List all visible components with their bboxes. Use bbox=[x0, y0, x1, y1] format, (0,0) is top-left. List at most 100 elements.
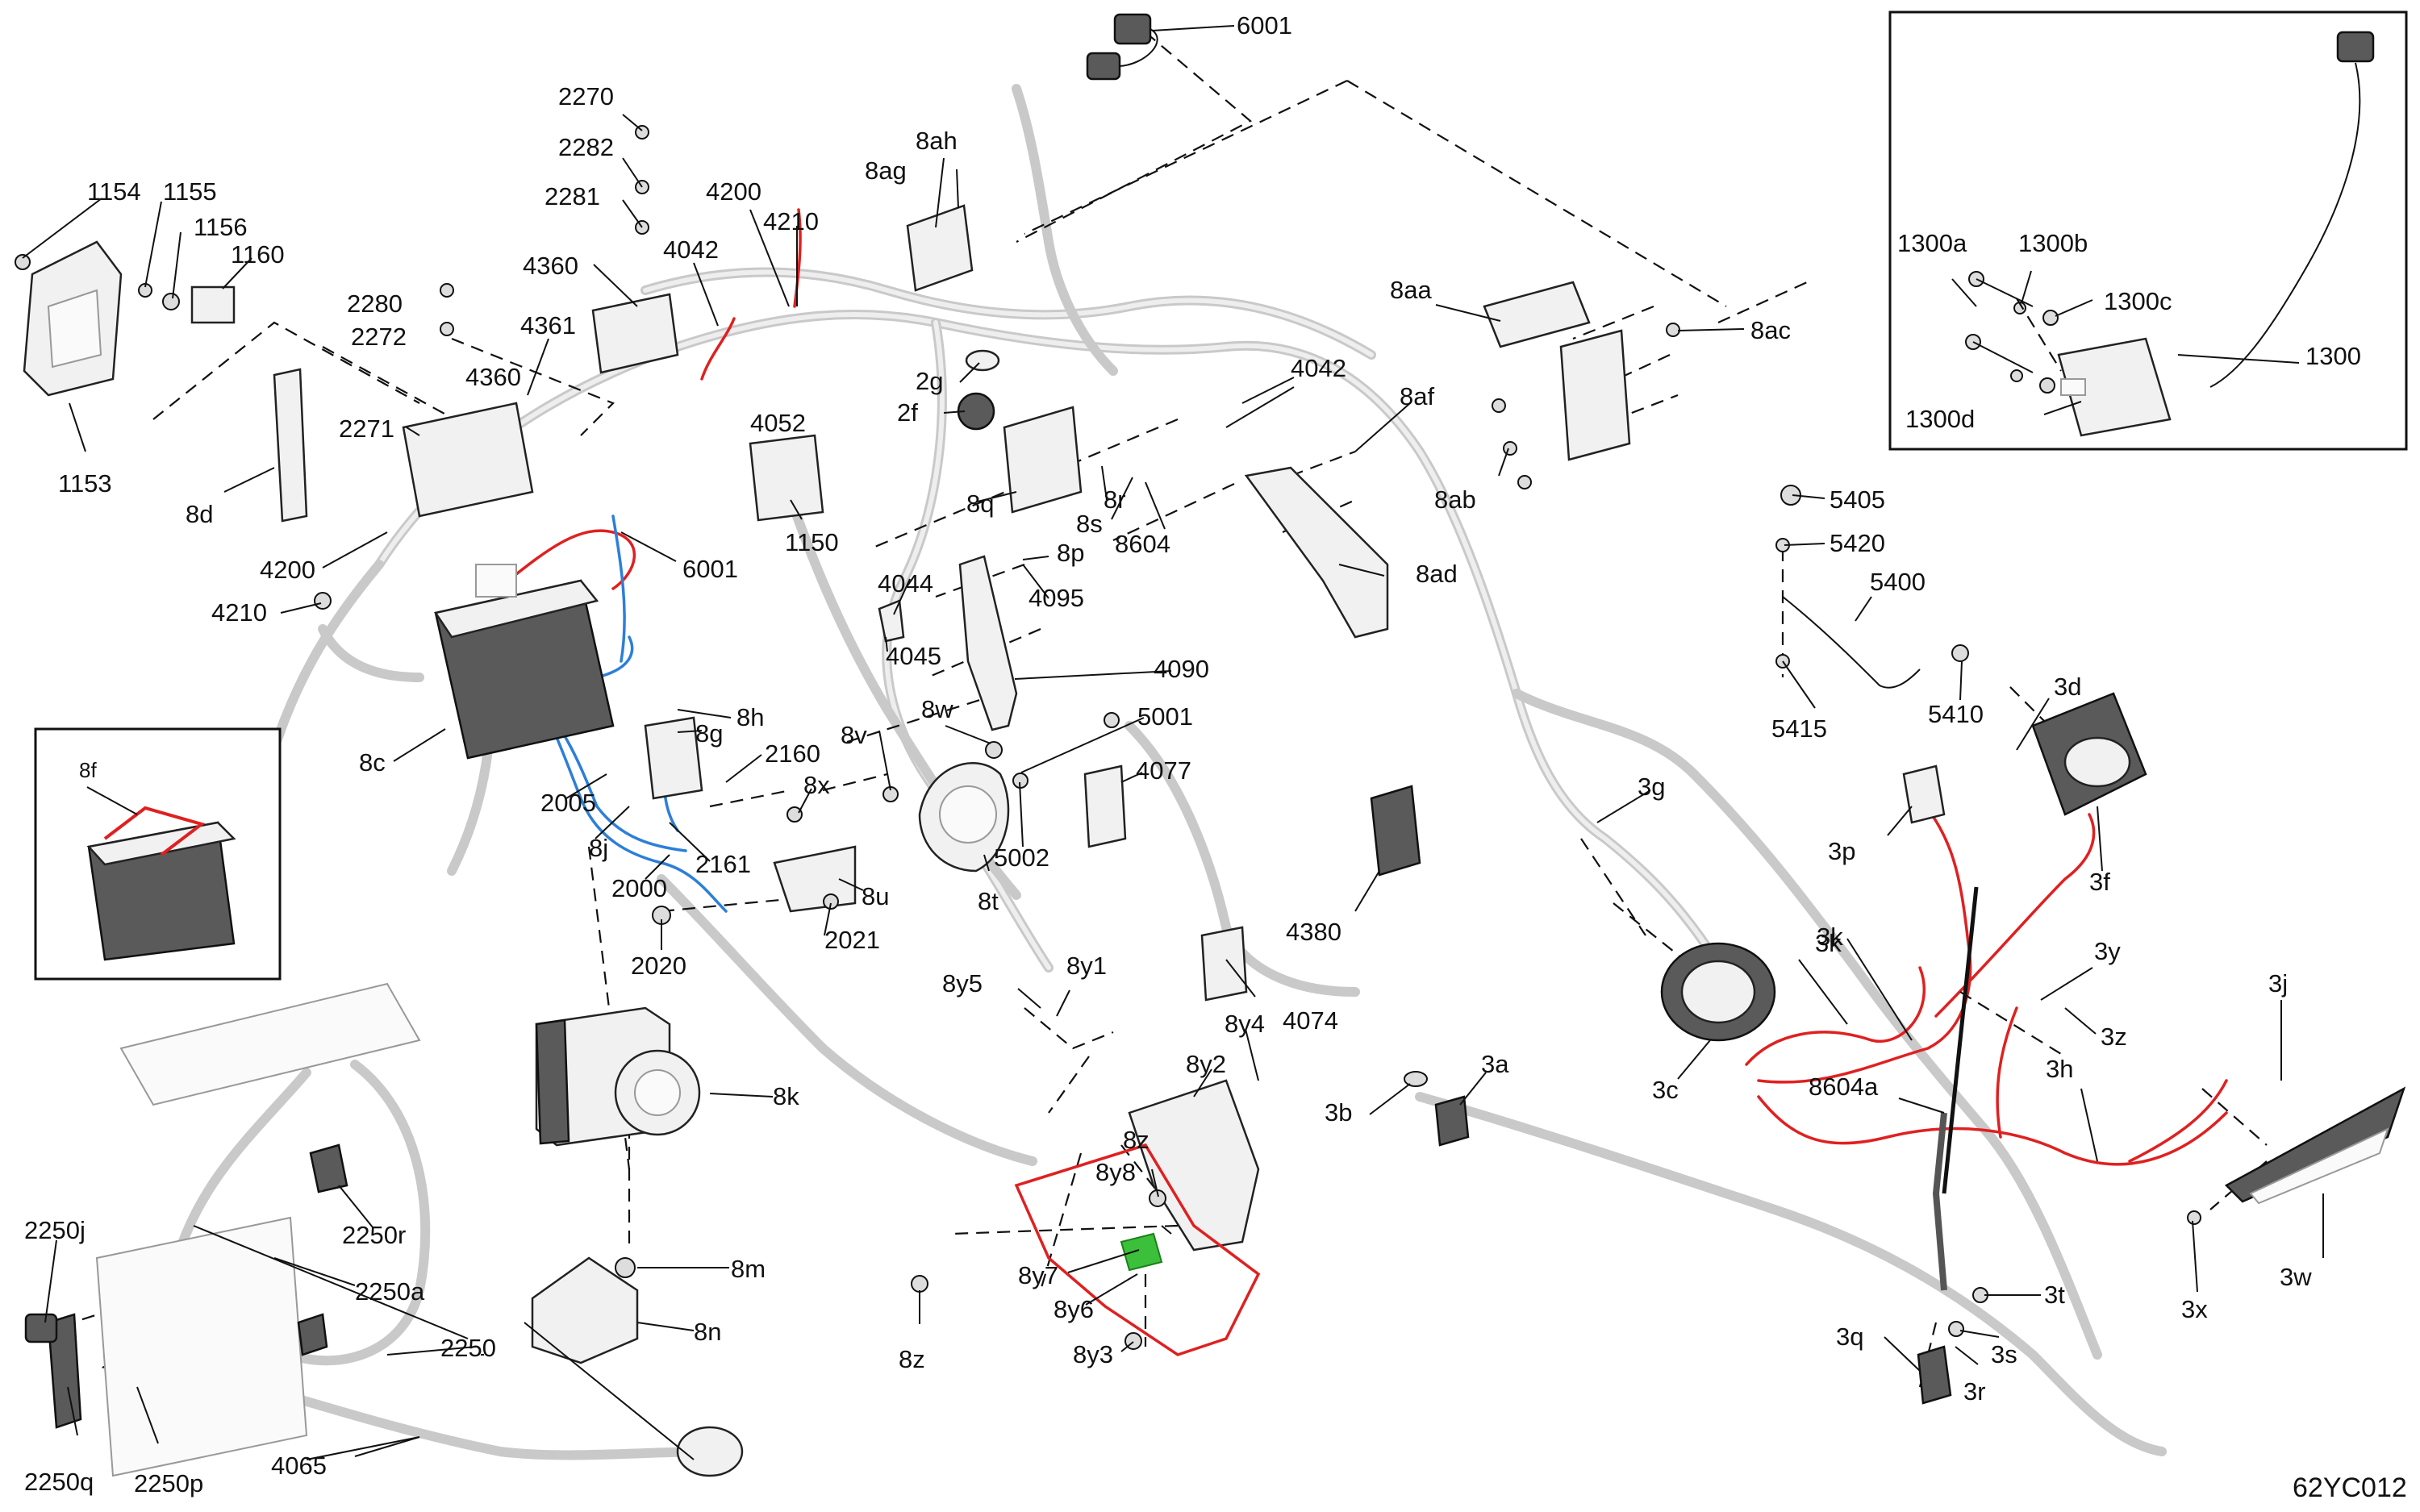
callout-label: 8q bbox=[966, 489, 994, 518]
callout-label: 4045 bbox=[886, 642, 941, 670]
callout-label: 1300b bbox=[2018, 229, 2088, 257]
callout-label: 8ag bbox=[865, 156, 907, 185]
callout-label: 1153 bbox=[58, 469, 112, 498]
callout-label: 3d bbox=[2054, 673, 2081, 701]
callout-label: 8y4 bbox=[1225, 1010, 1265, 1038]
callout-label: 3j bbox=[2268, 969, 2288, 998]
callout-label: 4200 bbox=[706, 177, 761, 206]
callout-label: 4042 bbox=[663, 235, 719, 264]
callout-label: 8af bbox=[1400, 382, 1434, 410]
callout-label: 2250p bbox=[134, 1469, 203, 1497]
callout-label: 8g bbox=[695, 719, 723, 748]
callout-label: 4044 bbox=[878, 569, 933, 598]
callout-label: 8h bbox=[736, 703, 764, 731]
callout-label: 8604 bbox=[1115, 530, 1170, 558]
callout-label: 8c bbox=[359, 748, 386, 777]
callout-label: 1160 bbox=[231, 240, 285, 269]
callout-label: 4380 bbox=[1286, 918, 1341, 946]
callout-label: 5400 bbox=[1870, 568, 1926, 596]
callout-label: 8j bbox=[589, 834, 608, 862]
callout-label: 3h bbox=[2046, 1055, 2073, 1083]
callout-label: 2250j bbox=[24, 1216, 86, 1244]
callout-label: 1154 bbox=[87, 177, 141, 206]
drawing-id: 62YC012 bbox=[2293, 1472, 2407, 1503]
callout-label: 8y8 bbox=[1095, 1158, 1136, 1186]
callout-label: 3c bbox=[1652, 1076, 1679, 1104]
callout-label: 3k bbox=[1815, 929, 1842, 957]
callout-label: 3x bbox=[2181, 1295, 2208, 1323]
callout-label: 8y3 bbox=[1073, 1340, 1113, 1368]
callout-label: 5405 bbox=[1830, 485, 1885, 514]
callout-label: 2250 bbox=[440, 1334, 496, 1362]
callout-label: 8ad bbox=[1416, 560, 1458, 588]
callout-label: 5420 bbox=[1830, 529, 1885, 557]
callout-label: 6001 bbox=[682, 555, 738, 583]
callout-label: 3y bbox=[2094, 937, 2121, 965]
callout-label: 5415 bbox=[1771, 714, 1827, 743]
inset-module-panel bbox=[1888, 10, 2408, 451]
callout-label: 3a bbox=[1481, 1050, 1509, 1078]
callout-label: 8t bbox=[978, 887, 999, 915]
callout-labels: 6001 2270 2282 2281 4200 4210 8ah 8ag 11… bbox=[24, 11, 2407, 1503]
callout-label: 8p bbox=[1057, 539, 1084, 567]
callout-label: 2g bbox=[916, 367, 943, 395]
callout-label: 8ac bbox=[1750, 316, 1791, 344]
callout-label: 8n bbox=[694, 1318, 721, 1346]
callout-label: 3r bbox=[1963, 1377, 1986, 1406]
callout-label: 3b bbox=[1325, 1098, 1352, 1127]
callout-label: 8s bbox=[1076, 510, 1103, 538]
callout-label: 8x bbox=[803, 771, 830, 799]
callout-label: 8ab bbox=[1434, 485, 1476, 514]
callout-label: 8w bbox=[921, 695, 953, 723]
callout-label: 8m bbox=[731, 1255, 766, 1283]
callout-label: 2270 bbox=[558, 82, 614, 110]
callout-label: 3s bbox=[1991, 1340, 2017, 1368]
callout-label: 8604a bbox=[1809, 1073, 1879, 1101]
callout-label: 4210 bbox=[211, 598, 267, 627]
callout-label: 1300 bbox=[2305, 342, 2361, 370]
parts bbox=[15, 13, 2406, 1477]
callout-label: 2250r bbox=[342, 1221, 406, 1249]
callout-label: 2250q bbox=[24, 1468, 94, 1496]
inset-battery-label: 8f bbox=[79, 758, 97, 782]
callout-label: 4052 bbox=[750, 409, 806, 437]
callout-label: 4210 bbox=[763, 207, 819, 235]
callout-label: 3w bbox=[2280, 1263, 2312, 1291]
callout-label: 2280 bbox=[347, 289, 403, 318]
callout-label: 1300a bbox=[1897, 229, 1967, 257]
callout-label: 8aa bbox=[1390, 276, 1432, 304]
callout-label: 4361 bbox=[520, 311, 576, 339]
callout-label: 1300c bbox=[2104, 287, 2172, 315]
callout-label: 2160 bbox=[765, 739, 820, 768]
callout-label: 5001 bbox=[1137, 702, 1193, 731]
callout-label: 2281 bbox=[544, 182, 600, 210]
callout-label: 2000 bbox=[611, 874, 667, 902]
callout-label: 8y5 bbox=[942, 969, 983, 998]
callout-label: 4360 bbox=[523, 252, 578, 280]
callout-label: 6001 bbox=[1237, 11, 1292, 40]
callout-label: 8r bbox=[1104, 485, 1126, 514]
callout-label: 4090 bbox=[1154, 655, 1209, 683]
callout-label: 2005 bbox=[540, 789, 596, 817]
callout-label: 4065 bbox=[271, 1452, 327, 1480]
callout-label: 5002 bbox=[994, 843, 1049, 872]
callout-label: 8k bbox=[773, 1082, 799, 1110]
callout-label: 4360 bbox=[465, 363, 521, 391]
callout-label: 4042 bbox=[1291, 354, 1346, 382]
callout-label: 2250a bbox=[355, 1277, 425, 1306]
callout-label: 3p bbox=[1828, 837, 1855, 865]
callout-label: 3f bbox=[2089, 868, 2110, 896]
callout-label: 8y6 bbox=[1054, 1295, 1094, 1323]
inset-battery-panel bbox=[34, 727, 282, 981]
callout-label: 4095 bbox=[1028, 584, 1084, 612]
callout-label: 4200 bbox=[260, 556, 315, 584]
callout-label: 4077 bbox=[1136, 756, 1191, 785]
callout-label: 2f bbox=[897, 398, 918, 427]
callout-label: 8d bbox=[186, 500, 213, 528]
callout-label: 3t bbox=[2044, 1281, 2065, 1309]
callout-label: 2272 bbox=[351, 323, 407, 351]
callout-label: 8y2 bbox=[1186, 1050, 1226, 1078]
callout-label: 1150 bbox=[785, 528, 839, 556]
callout-label: 4074 bbox=[1283, 1006, 1338, 1035]
